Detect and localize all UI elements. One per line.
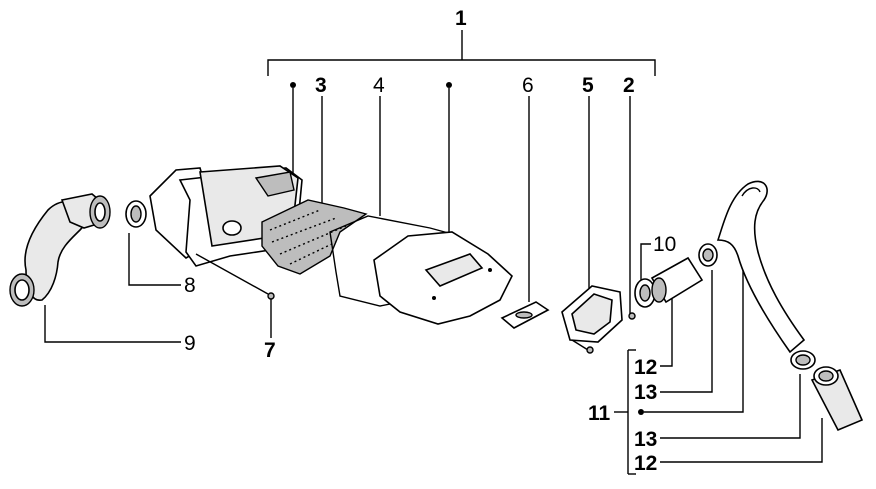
label-12-top: 12 — [634, 356, 657, 379]
part-sleeve-lower — [810, 366, 864, 432]
part-filter-element — [261, 199, 368, 275]
label-6: 6 — [522, 74, 534, 97]
label-13-bottom: 13 — [634, 428, 657, 451]
part-cover — [373, 231, 513, 325]
label-11: 11 — [588, 402, 611, 425]
label-2: 2 — [623, 74, 635, 97]
marker-dot-c — [638, 409, 644, 415]
leader-13b — [660, 374, 801, 439]
leader-dot-c — [644, 228, 744, 413]
part-labels: 1 2 3 4 5 6 7 8 9 10 11 12 13 13 12 — [184, 7, 676, 475]
leader-12a — [660, 293, 673, 367]
part-long-hose — [716, 180, 806, 354]
label-8: 8 — [184, 274, 196, 297]
part-plate-6 — [500, 301, 550, 329]
label-9: 9 — [184, 332, 196, 355]
leader-12b — [660, 418, 823, 463]
label-13-top: 13 — [634, 381, 657, 404]
part-ring-10 — [634, 278, 656, 308]
marker-dot-a — [290, 82, 296, 88]
label-3: 3 — [315, 74, 327, 97]
label-7: 7 — [264, 339, 276, 362]
label-5: 5 — [582, 74, 594, 97]
part-clamp-8 — [125, 200, 147, 228]
leader-9 — [44, 305, 181, 343]
leader-10 — [640, 243, 651, 288]
leader-13a — [660, 270, 713, 393]
part-clamp-lower — [790, 350, 816, 370]
part-cap-5 — [561, 285, 623, 354]
leader-8 — [128, 233, 181, 286]
part-screw-7 — [195, 253, 275, 300]
leader-lines — [44, 30, 823, 475]
part-sleeve-upper — [650, 243, 718, 304]
part-screw-2 — [628, 312, 636, 320]
label-12-bottom: 12 — [634, 452, 657, 475]
part-intake-hose — [9, 193, 111, 307]
label-1: 1 — [455, 7, 467, 30]
label-4: 4 — [373, 74, 385, 97]
marker-dot-b — [446, 82, 452, 88]
label-10: 10 — [653, 233, 676, 256]
